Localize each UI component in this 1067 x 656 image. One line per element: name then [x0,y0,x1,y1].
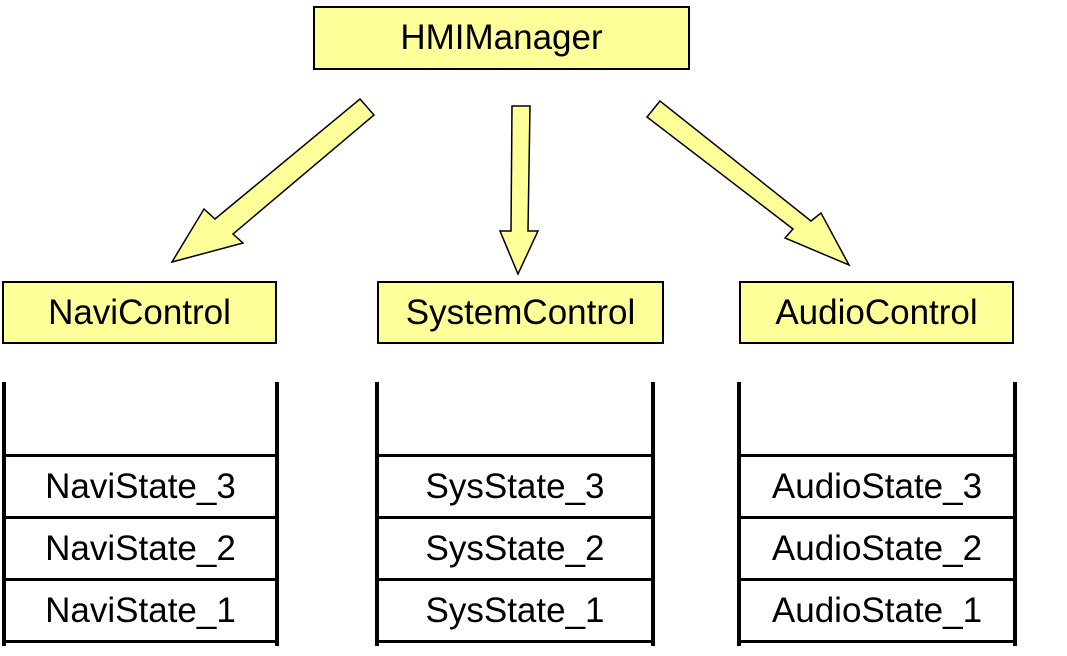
audio-state-3: AudioState_3 [741,454,1013,516]
sys-state-1: SysState_1 [379,578,651,643]
hmimanager-label: HMIManager [400,18,603,57]
sys-stack-empty-slot [379,382,651,454]
navicontrol-box: NaviControl [2,281,277,344]
hmimanager-box: HMIManager [313,6,690,70]
navi-stack-empty-slot [6,382,275,454]
systemcontrol-label: SystemControl [405,292,636,332]
audiocontrol-label: AudioControl [775,292,978,332]
audio-state-2: AudioState_2 [741,516,1013,578]
arrow-to-navicontrol [170,97,376,264]
audio-stack-empty-slot [741,382,1013,454]
audio-state-1: AudioState_1 [741,578,1013,643]
navi-state-1: NaviState_1 [6,578,275,643]
navi-state-2: NaviState_2 [6,516,275,578]
audio-state-stack: AudioState_3 AudioState_2 AudioState_1 [737,382,1017,646]
sys-state-stack: SysState_3 SysState_2 SysState_1 [375,382,655,646]
systemcontrol-box: SystemControl [377,281,664,344]
sys-state-3: SysState_3 [379,454,651,516]
sys-state-2: SysState_2 [379,516,651,578]
navi-state-3: NaviState_3 [6,454,275,516]
arrow-to-systemcontrol [498,105,540,276]
audiocontrol-box: AudioControl [739,281,1014,344]
arrow-to-audiocontrol [645,99,851,267]
navi-state-stack: NaviState_3 NaviState_2 NaviState_1 [2,382,279,646]
navicontrol-label: NaviControl [48,292,231,332]
